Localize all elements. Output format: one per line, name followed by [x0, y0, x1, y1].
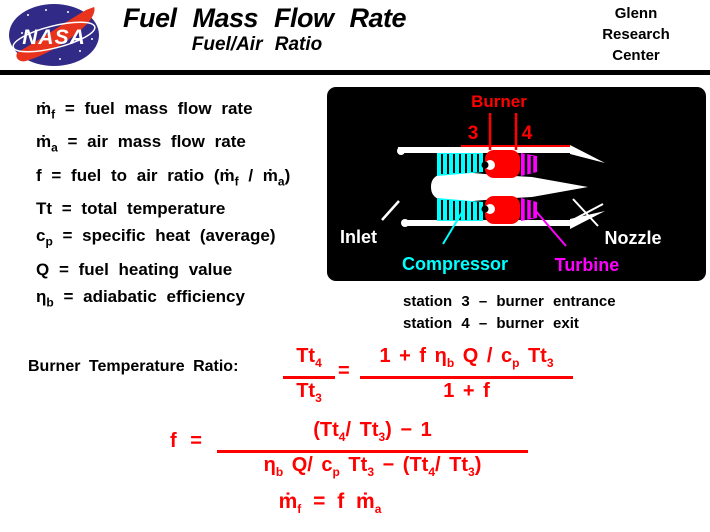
ratio-rhs-numerator: 1 + f ηb Q / cp Tt3 — [379, 345, 554, 370]
station-3-note: station 3 – burner entrance — [403, 293, 616, 310]
org-name: Glenn Research Center — [580, 3, 692, 66]
definition-ma: ṁa = air mass flow rate — [36, 132, 246, 155]
f-equation-lhs: f = — [170, 430, 202, 452]
stations-note: station 3 – burner entrance station 4 – … — [403, 291, 616, 335]
fraction-bar — [360, 376, 573, 379]
org-line-2: Research — [602, 26, 670, 43]
engine-diagram-panel: Burner 3 4 Inlet Compressor Turbine Nozz… — [327, 87, 706, 281]
engine-cowl — [397, 145, 605, 229]
page-subtitle: Fuel/Air Ratio — [191, 34, 323, 55]
ratio-rhs-fraction: 1 + f ηb Q / cp Tt3 1 + f — [360, 345, 573, 403]
burner-annotation: Burner 3 4 — [461, 92, 570, 150]
nasa-logo-swoosh — [16, 7, 95, 62]
ratio-equation-label: Burner Temperature Ratio: — [28, 358, 239, 375]
station-3-label: 3 — [468, 123, 479, 144]
definitions-list: ṁf = fuel mass flow rate ṁa = air mass f… — [36, 95, 290, 316]
header-rule — [0, 70, 710, 75]
engine-center-body — [431, 172, 588, 202]
turbine-label: Turbine — [555, 255, 620, 275]
mass-flow-equation: ṁf = f ṁa — [278, 490, 382, 517]
definition-mf: ṁf = fuel mass flow rate — [36, 99, 253, 122]
turbine-blades — [524, 154, 534, 220]
f-equation-denominator: ηb Q/ cp Tt3 − (Tt4/ Tt3) — [263, 454, 482, 479]
nasa-logo: NASA — [9, 4, 99, 66]
ratio-lhs-fraction: Tt4 Tt3 — [283, 345, 335, 410]
ratio-lhs-numerator: Tt4 — [296, 345, 322, 370]
definition-eta: ηb = adiabatic efficiency — [36, 286, 245, 309]
compressor-leader-line — [442, 208, 465, 245]
fraction-bar — [217, 450, 528, 453]
org-line-3: Center — [612, 47, 660, 64]
turbine-section — [521, 153, 537, 221]
f-equation-numerator: (Tt4/ Tt3) − 1 — [313, 419, 432, 444]
nozzle-label: Nozzle — [604, 228, 661, 248]
org-line-1: Glenn — [614, 5, 658, 22]
compressor-label: Compressor — [402, 254, 508, 274]
nasa-logo-text: NASA — [22, 26, 86, 49]
page-title: Fuel Mass Flow Rate — [122, 3, 407, 33]
definition-q: Q = fuel heating value — [36, 259, 233, 279]
inlet-leader-line — [381, 200, 400, 221]
inlet-label: Inlet — [340, 227, 377, 247]
engine-diagram: Burner 3 4 Inlet Compressor Turbine Nozz… — [340, 92, 662, 275]
f-equation-fraction: (Tt4/ Tt3) − 1 ηb Q/ cp Tt3 − (Tt4/ Tt3) — [217, 419, 528, 484]
station-4-label: 4 — [522, 123, 533, 144]
compressor-section — [437, 153, 483, 221]
burner-section — [481, 150, 520, 224]
burner-label: Burner — [471, 92, 527, 111]
equals-sign: = — [338, 360, 350, 382]
station-4-note: station 4 – burner exit — [403, 315, 579, 332]
fraction-bar — [283, 376, 335, 379]
nasa-logo-orbit — [12, 21, 96, 53]
ratio-lhs-denominator: Tt3 — [296, 380, 322, 405]
ratio-rhs-denominator: 1 + f — [443, 380, 490, 402]
compressor-blades — [441, 154, 479, 220]
turbine-leader-line — [533, 208, 567, 247]
definition-f: f = fuel to air ratio (ṁf / ṁa) — [36, 165, 291, 189]
nozzle-leader-lines — [568, 198, 604, 227]
definition-tt: Tt = total temperature — [36, 199, 226, 219]
definition-cp: cp = specific heat (average) — [36, 226, 276, 249]
